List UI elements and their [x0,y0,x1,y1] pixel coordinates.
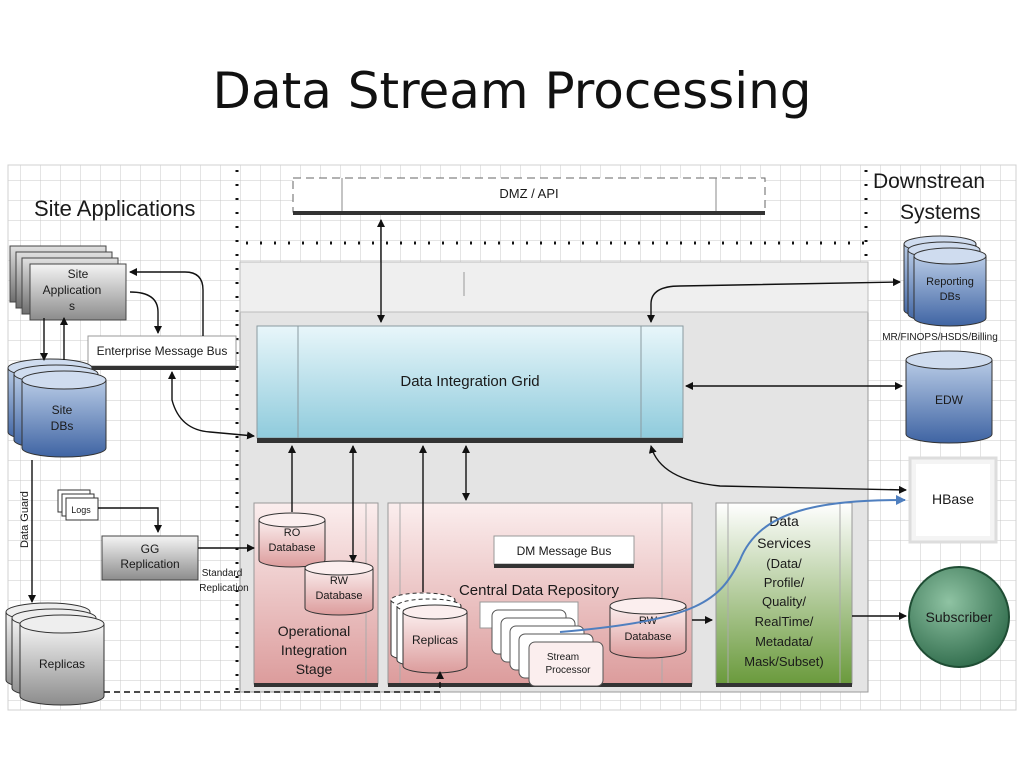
reporting-dbs-label-2: DBs [940,291,961,303]
flow-arrows [28,219,907,693]
ro-database: RO Database [258,512,326,568]
site-dbs-cylinders: Site DBs [7,358,107,458]
dm-message-bus-label: DM Message Bus [517,544,612,558]
site-app-label-3: s [69,299,75,313]
rw-database-cdr: RW Database [609,597,687,659]
data-services-label-2: Services [757,535,811,551]
ro-database-label-2: Database [268,542,315,554]
mr-finops-label: MR/FINOPS/HSDS/Billing [882,332,998,343]
reporting-dbs-label-1: Reporting [926,276,974,288]
data-services-label-1: Data [769,513,799,529]
downstream-heading-line2: Systems [900,201,981,224]
rw-database-ois-label-1: RW [330,575,349,587]
stream-processor-label-2: Processor [545,665,591,676]
data-services-label-3: (Data/ [766,556,802,571]
enterprise-message-bus-label: Enterprise Message Bus [97,344,228,358]
site-app-label-1: Site [68,267,89,281]
data-services-label-7: Metadata/ [755,634,813,649]
slide-title: Data Stream Processing [212,62,812,120]
data-guard-label: Data Guard [19,491,31,548]
stream-to-hbase-arrow [559,495,906,633]
replicas-center-cylinders: Replicas [390,592,468,674]
gg-replication-box: GG Replication [101,535,199,581]
data-integration-grid: Data Integration Grid [256,325,684,443]
central-data-repository-label: Central Data Repository [459,582,620,599]
replicas-left-label: Replicas [39,657,85,671]
data-services-label-6: RealTime/ [755,614,814,629]
site-dbs-label-1: Site [52,403,73,417]
logs-stack: Logs [57,489,99,521]
dmz-api-box: DMZ / API [292,177,766,215]
ois-label-1: Operational [278,623,350,639]
ro-database-label-1: RO [284,527,301,539]
subscriber-label: Subscriber [926,609,993,625]
rw-database-ois-label-2: Database [315,590,362,602]
replicas-center-label: Replicas [412,633,458,647]
edw-cylinder: EDW [905,350,993,444]
reporting-dbs-cylinders: Reporting DBs [903,235,987,327]
subscriber-circle: Subscriber [908,566,1010,668]
rw-database-ois: RW Database [304,560,374,616]
hbase-box: HBase [908,456,998,544]
gg-replication-label-2: Replication [120,557,179,571]
data-services-label-5: Quality/ [762,594,806,609]
data-services-box: Data Services (Data/ Profile/ Quality/ R… [715,502,853,687]
site-applications-heading: Site Applications [34,196,195,221]
stream-processor-stack: Stream Processor [479,601,604,687]
dmz-api-label: DMZ / API [499,186,558,201]
ois-label-2: Integration [281,642,347,658]
logs-label: Logs [71,505,91,515]
data-services-label-8: Mask/Subset) [744,654,823,669]
stream-processor-label-1: Stream [547,652,579,663]
site-applications-stack: Site Application s [9,245,127,321]
replicas-left-cylinders: Replicas [5,602,105,706]
enterprise-message-bus: Enterprise Message Bus [87,335,237,370]
site-app-label-2: Application [43,283,102,297]
hbase-label: HBase [932,491,974,507]
dm-message-bus: DM Message Bus [493,535,635,568]
gg-replication-label-1: GG [141,542,160,556]
data-services-label-4: Profile/ [764,575,805,590]
edw-label: EDW [935,393,964,407]
rw-database-cdr-label-2: Database [624,631,671,643]
standard-replication-label-2: Replication [199,583,248,594]
data-integration-grid-label: Data Integration Grid [400,373,539,390]
site-dbs-label-2: DBs [51,419,74,433]
standard-replication-label-1: Standard [202,568,243,579]
downstream-heading-line1: Downstrean [873,170,985,193]
ois-label-3: Stage [296,661,333,677]
